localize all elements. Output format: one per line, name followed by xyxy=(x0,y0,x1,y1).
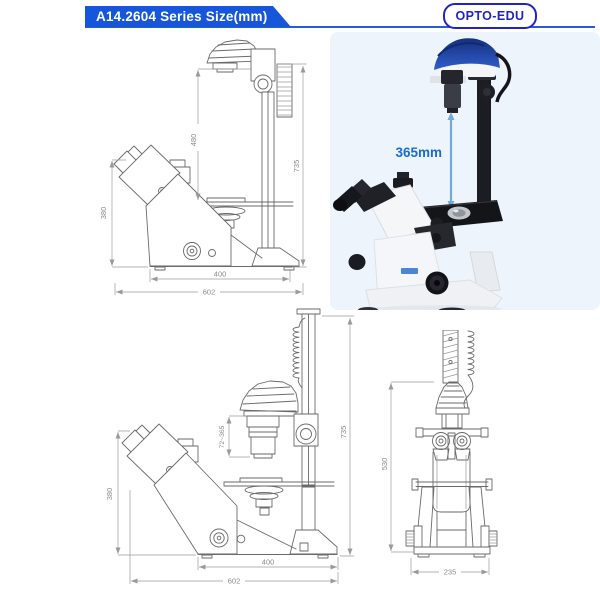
brand-logo: OPTO-EDU xyxy=(443,3,537,29)
stage xyxy=(223,477,335,487)
dimension-front-width: 235 xyxy=(410,558,490,577)
dim-480-label: 480 xyxy=(189,134,198,147)
photo-condenser xyxy=(430,70,466,113)
power-cord-coil xyxy=(292,317,306,389)
lamp-housing-lowered xyxy=(239,380,299,417)
header-rule xyxy=(85,26,595,28)
dimension-lamp-clearance: 480 xyxy=(189,68,251,200)
illumination-pillar xyxy=(230,91,300,267)
heat-sink-fins xyxy=(276,63,293,118)
dim-602-label: 602 xyxy=(203,288,216,297)
page-title: A14.2604 Series Size(mm) xyxy=(96,9,268,24)
dim-380-label: 380 xyxy=(99,207,108,220)
front-view-drawing: 530 235 xyxy=(380,330,498,577)
distance-label: 365mm xyxy=(395,145,442,160)
title-banner: A14.2604 Series Size(mm) xyxy=(85,6,291,27)
dimension-total-height: 735 xyxy=(277,63,307,268)
dimension-front-height: 530 xyxy=(380,381,434,553)
body-arm xyxy=(153,452,246,555)
eyepieces-front xyxy=(432,432,471,461)
body-front xyxy=(432,451,471,547)
brand-badge xyxy=(401,268,418,274)
dimension-total-width: 602 xyxy=(129,490,339,586)
power-cord-front xyxy=(463,330,475,409)
dimension-base-width: 400 xyxy=(149,269,291,282)
head-plate-front xyxy=(415,427,489,438)
dim-530-label: 530 xyxy=(380,458,389,471)
side-view-lowered-drawing: 72~365 735 380 400 602 xyxy=(105,308,354,586)
dimension-total-width: 602 xyxy=(114,283,304,297)
photo-pillar-foot xyxy=(469,251,501,293)
dimension-condenser-range: 72~365 xyxy=(219,415,250,458)
product-photo: 365mm xyxy=(330,32,600,310)
dim-400-label: 400 xyxy=(262,558,275,567)
base-front xyxy=(413,546,491,558)
base-feet xyxy=(197,554,338,559)
dimension-head-height: 380 xyxy=(99,159,148,268)
dim-735-label: 735 xyxy=(339,426,348,439)
legs-front xyxy=(415,486,488,548)
lamp-arm-bracket xyxy=(250,48,276,94)
lamp-bracket xyxy=(293,413,319,447)
dimension-base-width: 400 xyxy=(197,557,339,570)
brand-logo-text: OPTO-EDU xyxy=(455,9,525,23)
nosepiece xyxy=(244,485,284,516)
condenser-column xyxy=(246,415,280,459)
dimension-head-height: 380 xyxy=(105,430,196,556)
dim-602-label: 602 xyxy=(228,577,241,586)
dimension-total-height: 735 xyxy=(322,315,354,557)
side-view-raised-drawing: 480 735 380 400 602 xyxy=(99,39,307,297)
photo-base xyxy=(358,271,503,310)
dim-235-label: 235 xyxy=(444,568,457,577)
photo-power-cable xyxy=(479,52,512,103)
stage-front xyxy=(411,478,493,491)
base-feet xyxy=(149,266,300,271)
illumination-pillar-tall xyxy=(236,308,338,555)
dim-380-label: 380 xyxy=(105,488,114,501)
photo-eyepieces xyxy=(333,179,371,212)
dim-72-365-label: 72~365 xyxy=(219,425,226,448)
dim-735-label: 735 xyxy=(292,160,301,173)
body-arm xyxy=(145,173,232,267)
pillar-front xyxy=(442,330,459,384)
dim-400-label: 400 xyxy=(214,270,227,279)
lamp-cone-front xyxy=(435,381,470,429)
